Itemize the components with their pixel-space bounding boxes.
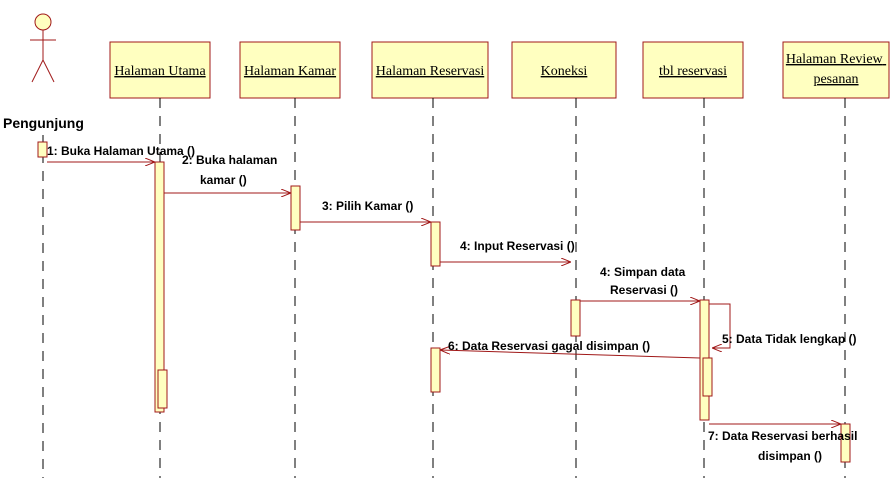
object-box (239, 41, 341, 99)
actor-label: Pengunjung (3, 115, 84, 131)
actor-pengunjung: Pengunjung (3, 13, 84, 131)
object-halaman-review: Halaman Review pesanan (782, 41, 890, 99)
object-title: Halaman Review pesanan (786, 52, 886, 87)
object-tbl-reservasi: tbl reservasi (642, 41, 744, 99)
message-3-label: 3: Pilih Kamar () (322, 199, 413, 213)
object-box (109, 41, 211, 99)
activation-pengunjung (37, 141, 48, 158)
activation-review (840, 423, 851, 463)
object-box (511, 41, 617, 99)
activation-koneksi (570, 299, 581, 337)
object-box (371, 41, 489, 99)
object-title: Halaman Kamar (244, 64, 336, 79)
message-6-label: 6: Data Reservasi gagal disimpan () (448, 339, 650, 353)
message-5-label: 5: Data Tidak lengkap () (722, 332, 856, 346)
activation-utama (154, 161, 165, 413)
object-halaman-utama: Halaman Utama (109, 41, 211, 99)
actor-leg-left (31, 59, 44, 83)
activation-kamar (290, 185, 301, 231)
object-box (782, 41, 890, 99)
object-title: Halaman Reservasi (376, 64, 485, 79)
lifelines (42, 98, 846, 478)
message-4-label: 4: Input Reservasi () (460, 239, 575, 253)
activation-reservasi (430, 221, 441, 267)
object-box (642, 41, 744, 99)
actor-head (34, 13, 52, 31)
actor-leg-right (42, 59, 55, 83)
object-koneksi: Koneksi (511, 41, 617, 99)
object-halaman-reservasi: Halaman Reservasi (371, 41, 489, 99)
object-title: Koneksi (541, 64, 588, 79)
message-6-arrow (441, 350, 701, 359)
activation-reservasi-2 (430, 347, 441, 393)
activations (37, 141, 851, 463)
object-halaman-kamar: Halaman Kamar (239, 41, 341, 99)
message-5-self-arrow (709, 303, 731, 348)
activation-utama-nested (157, 369, 168, 409)
object-title: tbl reservasi (659, 64, 727, 79)
activation-tbl-nested (702, 357, 713, 397)
messages (47, 162, 840, 424)
object-title: Halaman Utama (114, 64, 206, 79)
message-1-label: 1: Buka Halaman Utama () (47, 144, 195, 158)
